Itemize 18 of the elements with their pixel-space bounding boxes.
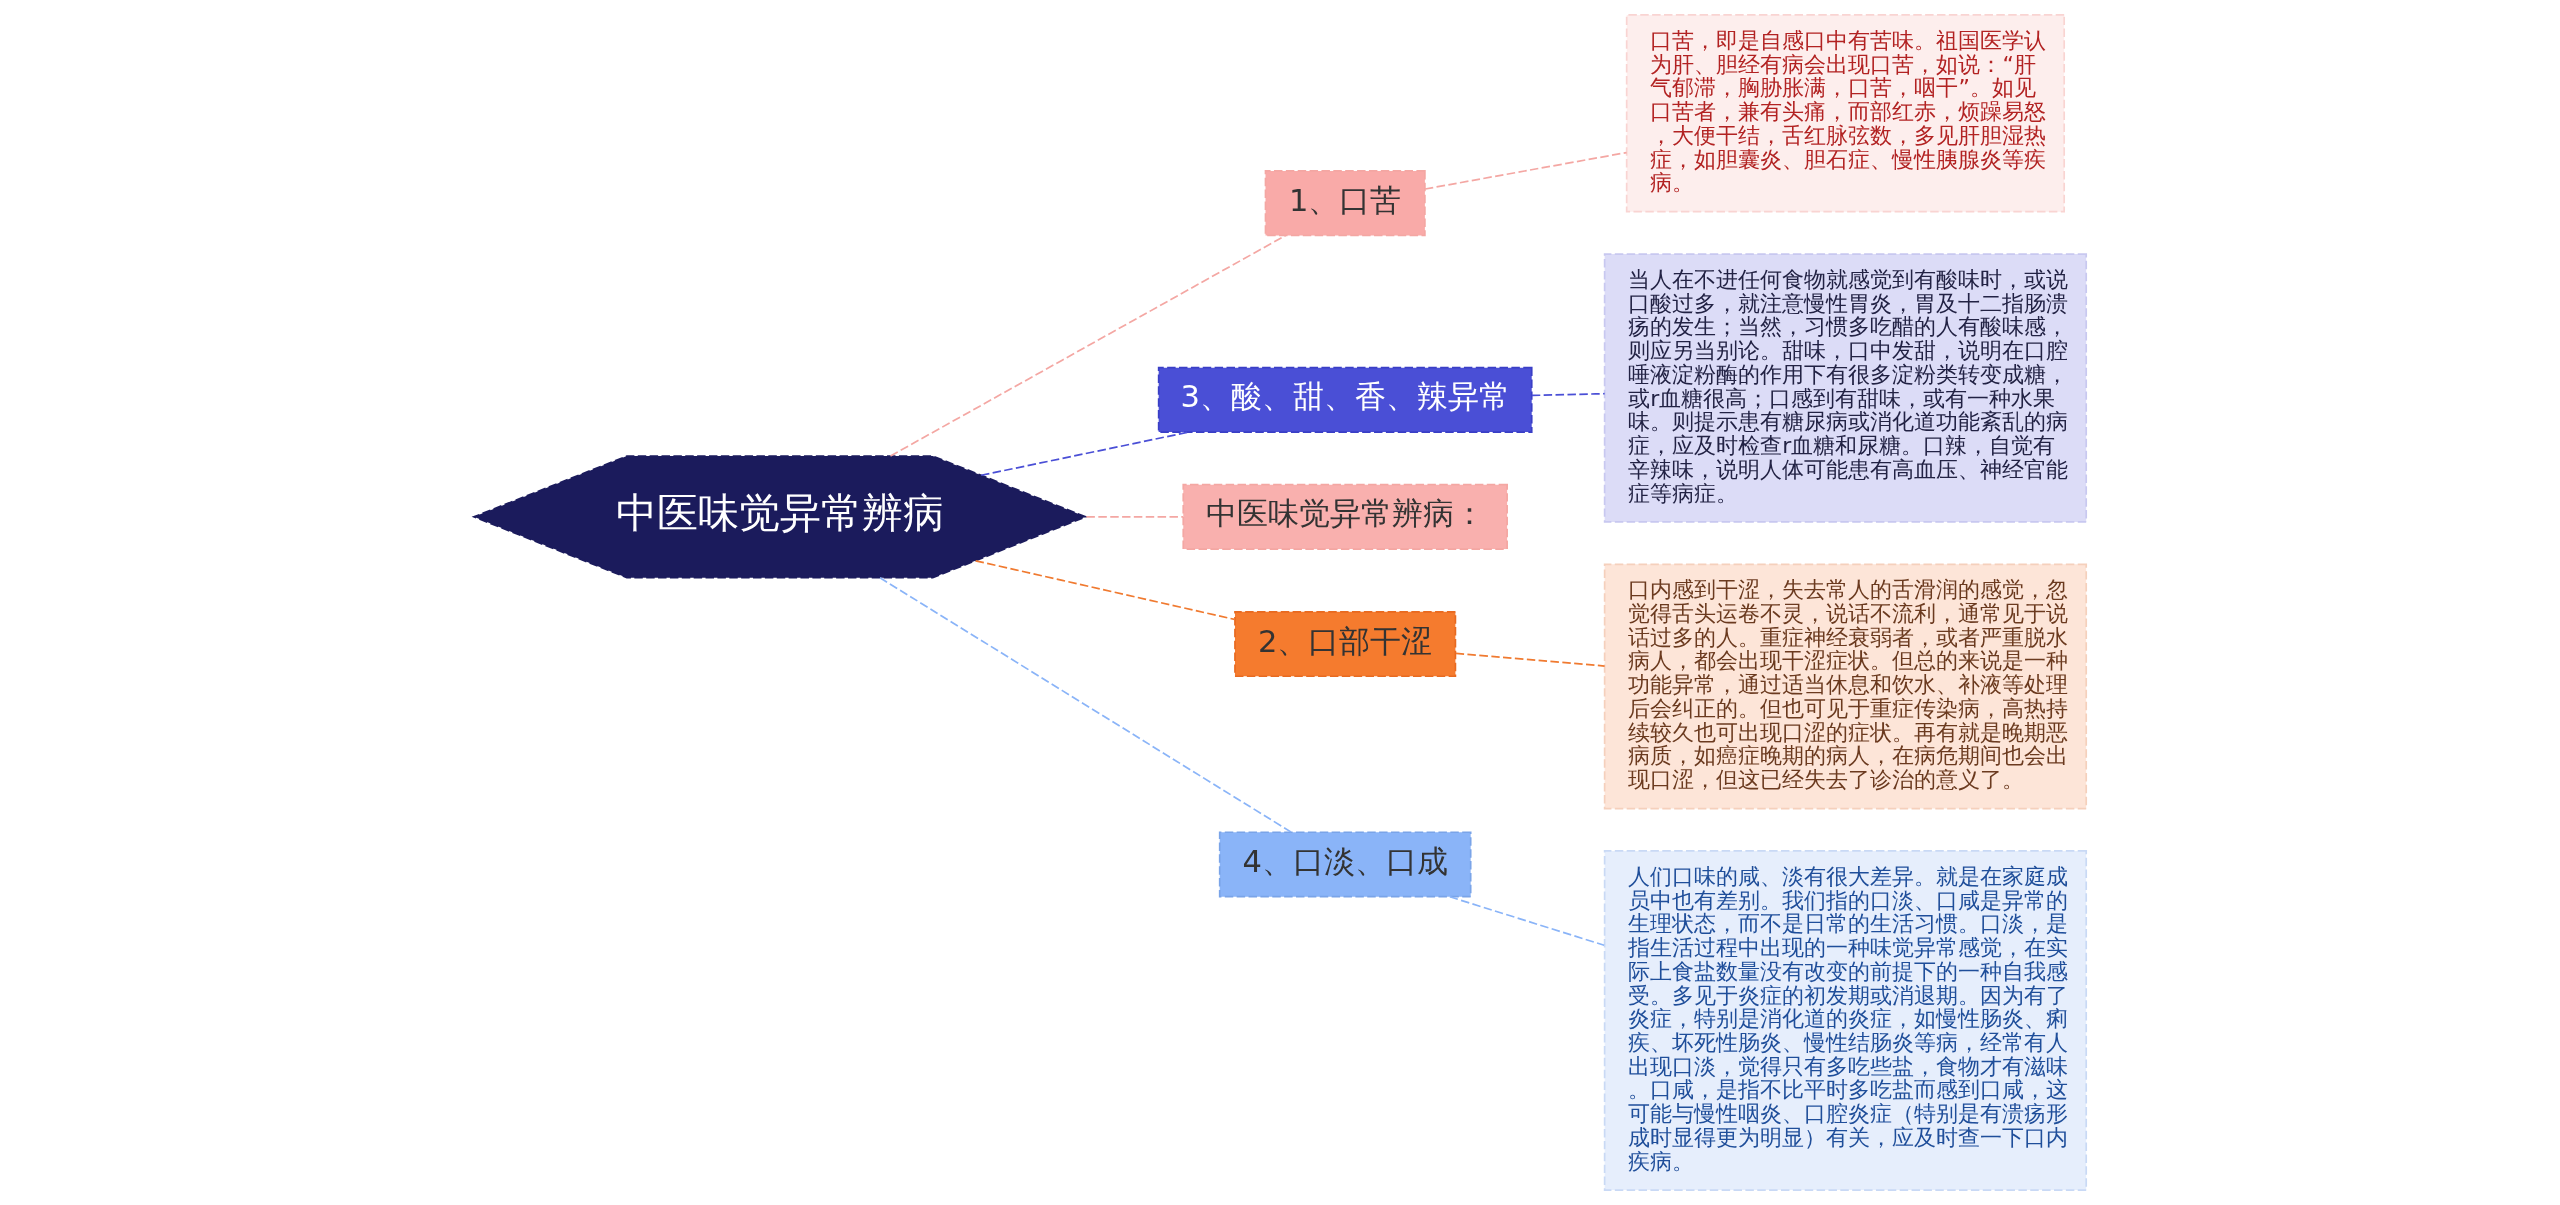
node-box: 2、口部干涩 [1234, 611, 1457, 678]
connector [1449, 895, 1605, 947]
connector [1455, 652, 1606, 667]
connector [879, 576, 1292, 833]
node-box: 当人在不进任何食物就感觉到有酸味时，或说口酸过多，就注意慢性胃炎，胃及十二指肠溃疡的发生；当然，习惯多吃醋的人有酸味感，则应另当别论。甜味，口中发甜，说明在口腔唾液淀粉酶的作用下有很多淀粉类转变成糖，或r血糖很高；口感到有甜味，或有一种水果味。则提示患有糖尿病或消化道功能紊乱的病症，应及时检查r血糖和尿糖。口辣，自觉有辛辣味，说明人体可能患有高血压、神经官能症等病症。 [1603, 253, 2088, 523]
connector [980, 431, 1190, 477]
node-box: 口苦，即是自感口中有苦味。祖国医学认为肝、胆经有病会出现口苦，如说：“肝气郁滞，胸胁胀满，口苦，咽干”。如见口苦者，兼有头痛，而部红赤，烦躁易怒，大便干结，舌红脉弦数，多见肝胆湿热症，如胆囊炎、胆石症、慢性胰腺炎等疾病。 [1625, 14, 2065, 213]
connector [1085, 516, 1184, 518]
connector [1424, 151, 1628, 190]
node-box: 中医味觉异常辨病： [1182, 483, 1508, 550]
connector [974, 559, 1236, 621]
connector [889, 234, 1287, 457]
connector [1531, 392, 1606, 397]
node-box: 人们口味的咸、淡有很大差异。就是在家庭成员中也有差别。我们指的口淡、口咸是异常的生理状态，而不是日常的生活习惯。口淡，是指生活过程中出现的一种味觉异常感觉，在实际上食盐数量没有改变的前提下的一种自我感受。多见于炎症的初发期或消退期。因为有了炎症，特别是消化道的炎症，如慢性肠炎、痢疾、坏死性肠炎、慢性结肠炎等病，经常有人出现口淡，觉得只有多吃些盐，食物才有滋味。口咸，是指不比平时多吃盐而感到口咸，这可能与慢性咽炎、口腔炎症（特别是有溃疡形成时显得更为明显）有关，应及时查一下口内疾病。 [1603, 850, 2088, 1191]
node-box: 4、口淡、口成 [1218, 831, 1472, 898]
node-box: 口内感到干涩，失去常人的舌滑润的感觉，忽觉得舌头运卷不灵，说话不流利，通常见于说话过多的人。重症神经衰弱者，或者严重脱水病人，都会出现干涩症状。但总的来说是一种功能异常，通过适当休息和饮水、补液等处理后会纠正的。但也可见于重症传染病，高热持续较久也可出现口涩的症状。再有就是晚期恶病质，如癌症晚期的病人，在病危期间也会出现口涩，但这已经失去了诊治的意义了。 [1603, 563, 2088, 810]
node-box: 3、酸、甜、香、辣异常 [1157, 366, 1533, 433]
node-box: 1、口苦 [1264, 170, 1426, 237]
